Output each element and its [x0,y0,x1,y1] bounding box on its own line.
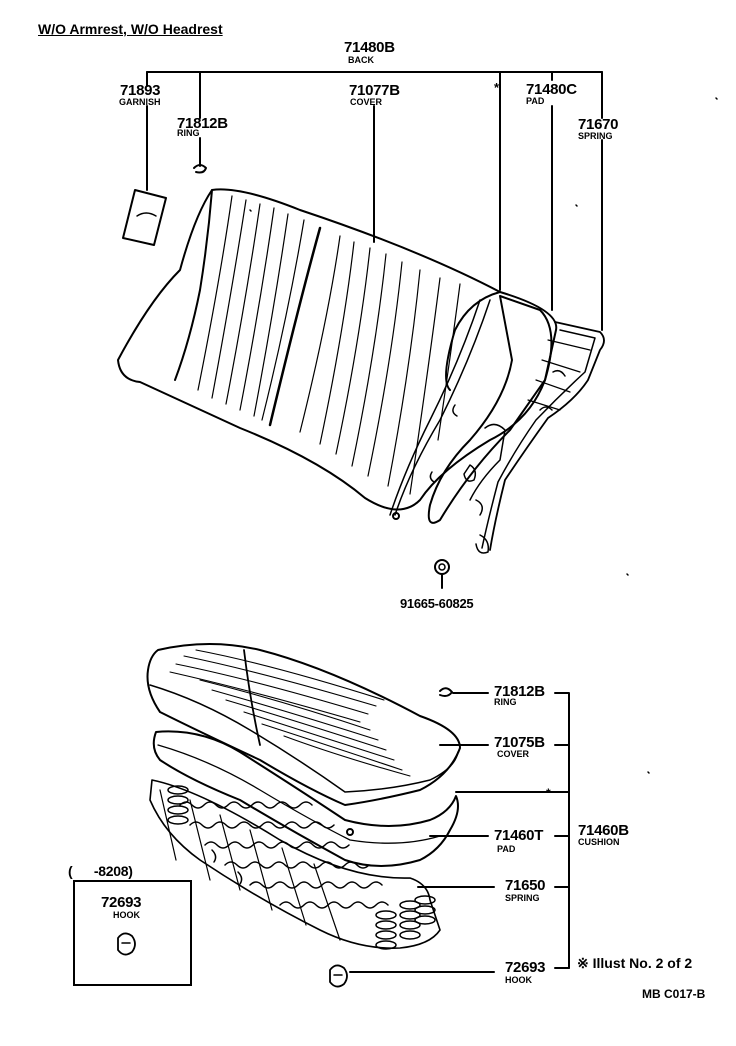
bolt-part [434,559,450,589]
upper-leader-lines [146,71,603,331]
hook-box-frame [73,880,192,986]
cover-back-part-name: COVER [350,97,383,107]
cover-cushion-part-number: 71075B [494,734,545,751]
pad-back-part-number: 71480C [526,81,577,98]
seat-back-assembly [117,188,605,554]
garnish-part-name: GARNISH [119,97,161,107]
spring-cushion-part-name: SPRING [505,893,540,903]
cover-cushion-part-name: COVER [497,749,530,759]
diagram-code: MB C017-B [642,987,706,1001]
spring-cushion-part-number: 71650 [505,877,546,894]
cushion-part-name: CUSHION [578,837,620,847]
ring-upper-part [193,164,207,174]
lower-leader-lines [349,692,570,973]
spring-back-part-number: 71670 [578,116,619,133]
seat-cushion-assembly [146,643,461,950]
back-part-number: 71480B [344,39,395,56]
garnish-part [122,189,167,246]
pad-cushion-part-number: 71460T [494,827,544,844]
garnish-part-number: 71893 [120,82,161,99]
ring-lower-part-name: RING [494,697,517,707]
hook-main-part [329,964,348,988]
pad-back-part-name: PAD [526,96,545,106]
hook-main-part-name: HOOK [505,975,532,985]
hook-box-part [117,932,136,956]
illust-note: ※ Illust No. 2 of 2 [577,955,693,971]
hook-main-part-number: 72693 [505,959,546,976]
back-part-name: BACK [348,55,374,65]
ring-lower-part [439,687,453,697]
cover-back-part-number: 71077B [349,82,400,99]
ring-lower-part-number: 71812B [494,683,545,700]
bolt-part-number: 91665-60825 [400,596,474,611]
hook-box-part-name: HOOK [113,910,140,920]
spring-back-part-name: SPRING [578,131,613,141]
asterisk-mark-upper: * [494,80,499,95]
ring-upper-part-name: RING [177,128,200,138]
diagram-title: W/O Armrest, W/O Headrest [38,21,223,37]
ring-upper-part-number: 71812B [177,115,228,132]
pad-cushion-part-name: PAD [497,844,516,854]
scan-specks [249,97,718,774]
asterisk-mark-lower: * [546,786,551,800]
cushion-part-number: 71460B [578,822,629,839]
hook-box-range: ( -8208) [68,863,133,879]
hook-box-part-number: 72693 [101,894,142,911]
